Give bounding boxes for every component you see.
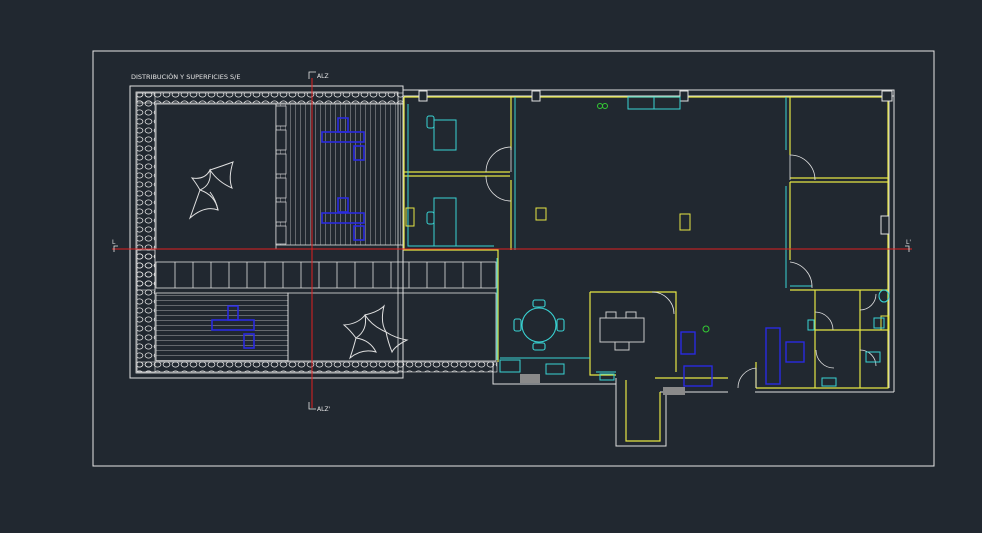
threshold-right bbox=[663, 387, 685, 395]
stone-border-left bbox=[136, 92, 156, 373]
deck-planter-strip bbox=[275, 105, 287, 245]
deck-furniture-upper bbox=[321, 117, 365, 241]
door-swings bbox=[485, 146, 877, 389]
stone-border-mid bbox=[136, 249, 156, 291]
planter-lower bbox=[287, 292, 497, 362]
office-workstations bbox=[426, 96, 681, 247]
building-perimeter bbox=[403, 96, 889, 442]
planter-upper bbox=[155, 103, 277, 250]
section-label-right: L' bbox=[906, 239, 911, 246]
deck-upper bbox=[275, 103, 404, 246]
stone-border-top bbox=[136, 92, 404, 104]
green-markers bbox=[597, 103, 710, 333]
threshold-left bbox=[520, 374, 540, 383]
section-label-top: ALZ bbox=[317, 73, 329, 80]
plant-icon bbox=[342, 304, 409, 360]
plant-icon bbox=[188, 161, 234, 220]
stone-border-bottom bbox=[136, 361, 498, 373]
deck-lower bbox=[155, 292, 289, 362]
kitchenette-block bbox=[499, 359, 521, 373]
section-markers bbox=[113, 71, 910, 410]
meeting-room-table bbox=[599, 311, 645, 351]
deck-furniture-lower bbox=[211, 305, 255, 349]
section-label-bottom: ALZ' bbox=[317, 406, 331, 413]
columns bbox=[418, 90, 893, 235]
bench-row bbox=[155, 261, 497, 289]
open-area-fixtures bbox=[405, 207, 890, 331]
reception-furniture bbox=[680, 327, 805, 387]
sheet-frame bbox=[92, 50, 935, 467]
drawing-title: DISTRIBUCIÓN Y SUPERFICIES S/E bbox=[131, 72, 240, 81]
exterior-walls bbox=[402, 89, 895, 447]
bathroom-fixtures bbox=[545, 289, 890, 387]
section-label-left: L bbox=[112, 239, 116, 246]
round-meeting-table bbox=[513, 299, 565, 351]
interior-partitions bbox=[407, 97, 812, 373]
